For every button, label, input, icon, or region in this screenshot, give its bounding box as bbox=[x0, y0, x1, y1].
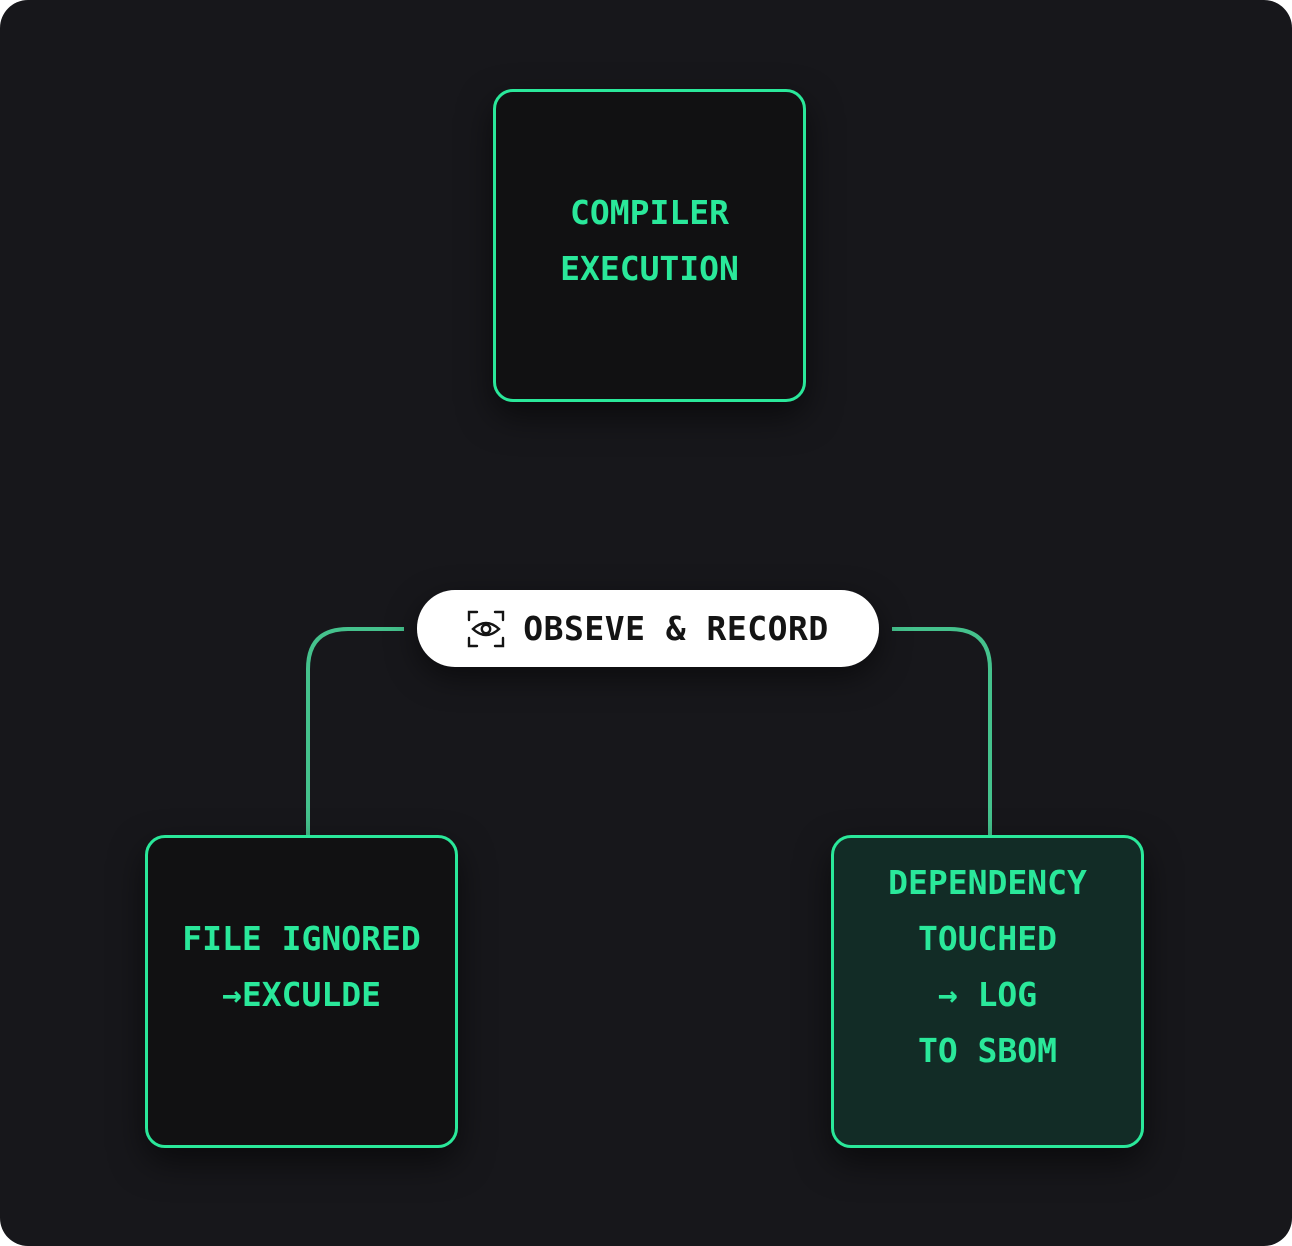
observe-record-label: OBSEVE & RECORD bbox=[523, 609, 829, 648]
node-dependency-touched: DEPENDENCY TOUCHED → LOG TO SBOM bbox=[831, 835, 1144, 1148]
node-file-ignored: FILE IGNORED →EXCULDE bbox=[145, 835, 458, 1148]
observe-record-pill: OBSEVE & RECORD bbox=[417, 590, 879, 667]
connector-observer-dependency bbox=[892, 627, 992, 835]
connector-observer-ignored bbox=[306, 627, 404, 835]
eye-scan-icon bbox=[467, 610, 505, 648]
node-compiler-execution: COMPILER EXECUTION bbox=[493, 89, 806, 402]
